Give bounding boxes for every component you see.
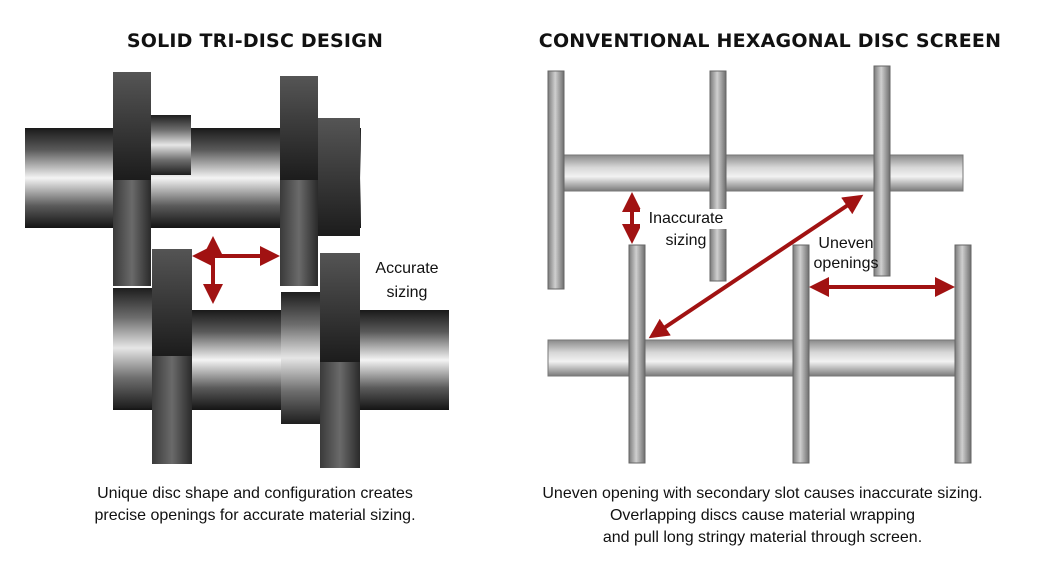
accurate-sizing-line2: sizing: [386, 284, 428, 301]
upper-hex-disc-1: [547, 70, 565, 290]
accurate-sizing-arrows: [192, 236, 280, 304]
left-caption-line: precise openings for accurate material s…: [94, 507, 416, 524]
diagonal-arrow: [648, 194, 864, 339]
right-caption-line: Uneven opening with secondary slot cause…: [542, 485, 983, 502]
upper-gray-shaft: [563, 154, 964, 192]
upper-disc-2: [280, 76, 360, 286]
inaccurate-sizing-line2: sizing: [665, 232, 707, 249]
lower-gray-shaft: [547, 339, 957, 377]
lower-hex-disc-2: [792, 244, 810, 464]
accurate-sizing-line1: Accurate: [375, 260, 439, 277]
left-panel-title: SOLID TRI-DISC DESIGN: [126, 30, 384, 52]
inaccurate-sizing-label: Inaccurate sizing: [640, 209, 732, 251]
right-caption-line: and pull long stringy material through s…: [602, 529, 923, 546]
upper-disc-1: [113, 72, 191, 286]
left-caption-line: Unique disc shape and configuration crea…: [97, 485, 413, 502]
hexagonal-disc-illustration: [547, 65, 972, 464]
right-panel-title: CONVENTIONAL HEXAGONAL DISC SCREEN: [538, 30, 1002, 52]
lower-hex-disc-3: [954, 244, 972, 464]
accurate-sizing-label: Accurate sizing: [362, 259, 452, 303]
lower-hex-disc-1: [628, 244, 646, 464]
conventional-arrows: [622, 192, 955, 339]
uneven-openings-label: Uneven openings: [800, 234, 892, 274]
right-caption-line: Overlapping discs cause material wrappin…: [609, 507, 916, 524]
left-panel-caption: Unique disc shape and configuration crea…: [40, 483, 470, 527]
lower-disc-2: [281, 252, 360, 468]
upper-hex-disc-3: [873, 65, 891, 277]
tri-disc-illustration: [25, 72, 449, 468]
right-panel-caption: Uneven opening with secondary slot cause…: [500, 483, 1025, 549]
uneven-openings-line2: openings: [813, 255, 879, 272]
lower-disc-1: [113, 248, 192, 464]
inaccurate-sizing-line1: Inaccurate: [640, 209, 732, 229]
uneven-openings-line1: Uneven: [818, 235, 874, 252]
